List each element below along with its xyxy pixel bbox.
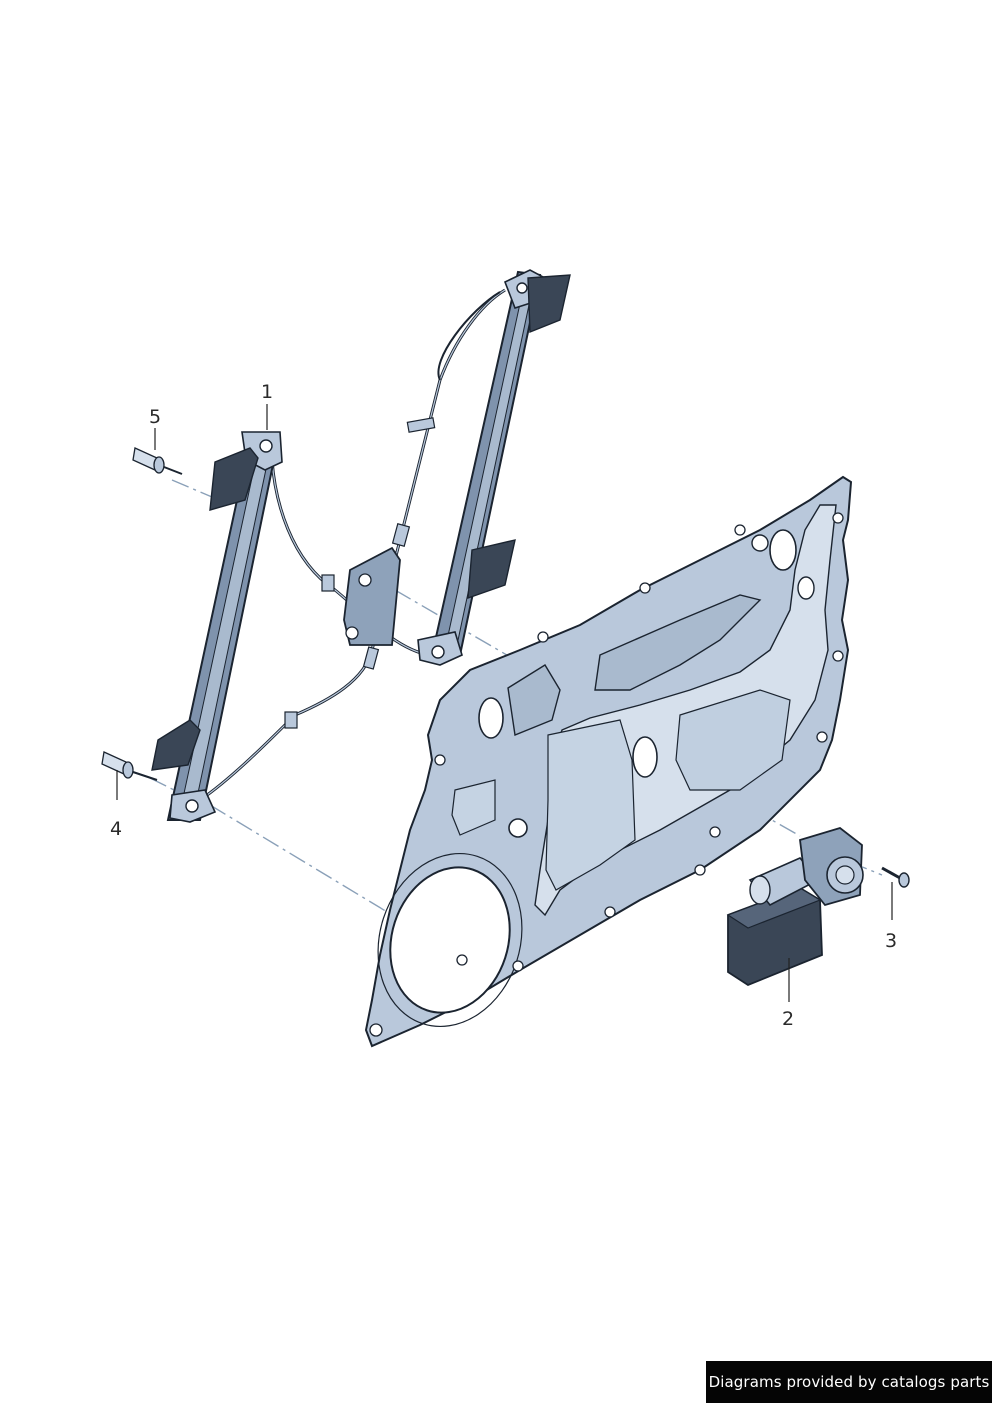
rivet-4 [101,751,158,781]
callout-2: 2 [782,1008,795,1030]
window-regulator [151,269,571,823]
callout-3: 3 [885,930,898,952]
screw-3 [881,866,910,888]
leader-lines [116,404,893,1002]
rivet-5 [132,447,183,475]
callout-1: 1 [261,381,274,403]
window-motor-assembly [726,827,864,987]
callout-5: 5 [149,406,162,428]
callout-4: 4 [110,818,123,840]
door-carrier-panel [364,475,853,1048]
watermark-label: Diagrams provided by catalogs parts [706,1361,992,1403]
